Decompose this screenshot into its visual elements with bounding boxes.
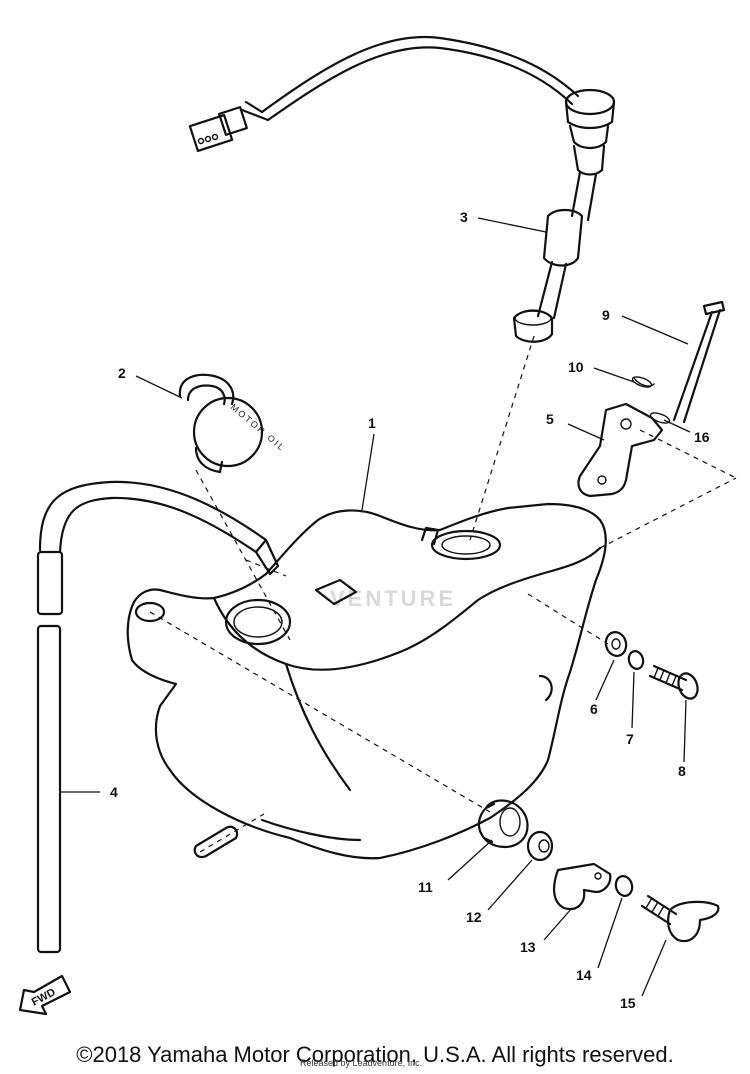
callout-15: 15 [620, 995, 636, 1011]
part-3-oil-level-gauge [512, 88, 616, 343]
part-8-bolt [648, 664, 699, 700]
part-14-washer [614, 875, 634, 897]
part-9-bolt [672, 300, 726, 424]
part-10-spring-washer [631, 376, 655, 388]
callout-7: 7 [626, 731, 634, 747]
assembly-lines [149, 335, 737, 853]
callout-16: 16 [694, 429, 710, 445]
part-11-grommet [477, 799, 529, 848]
callout-3: 3 [460, 209, 468, 225]
part-13-clamp [552, 862, 612, 911]
part-12-collar [526, 830, 554, 862]
callout-8: 8 [678, 763, 686, 779]
watermark: VENTURE [330, 586, 456, 611]
callout-6: 6 [590, 701, 598, 717]
part-5-bracket [577, 402, 664, 498]
oil-level-sensor-wire [188, 35, 580, 153]
callout-14: 14 [576, 967, 592, 983]
part-4-breather-hose [36, 480, 280, 954]
part-7-lock-washer [627, 650, 645, 670]
callout-11: 11 [418, 879, 433, 895]
leader-lines [135, 217, 691, 997]
part-15-wing-bolt [640, 894, 720, 943]
callout-5: 5 [546, 411, 554, 427]
callout-1: 1 [368, 415, 376, 431]
callout-2: 2 [118, 365, 126, 381]
part-6-washer [604, 631, 628, 657]
oil-tank-parts-diagram: VENTURE MOTOR OIL [18, 35, 737, 1016]
fwd-arrow-icon: FWD [18, 974, 72, 1016]
footer-overlay-text: Released by Leadventure, Inc. [300, 1058, 423, 1068]
callout-10: 10 [568, 359, 584, 375]
callout-9: 9 [602, 307, 610, 323]
part-2-filler-cap: MOTOR OIL [178, 373, 287, 474]
callout-13: 13 [520, 939, 536, 955]
callout-4: 4 [110, 784, 118, 800]
callout-12: 12 [466, 909, 482, 925]
part-1-oil-tank [126, 502, 607, 860]
copyright-footer: ©2018 Yamaha Motor Corporation, U.S.A. A… [76, 1042, 674, 1067]
part-16-washer [649, 412, 671, 424]
